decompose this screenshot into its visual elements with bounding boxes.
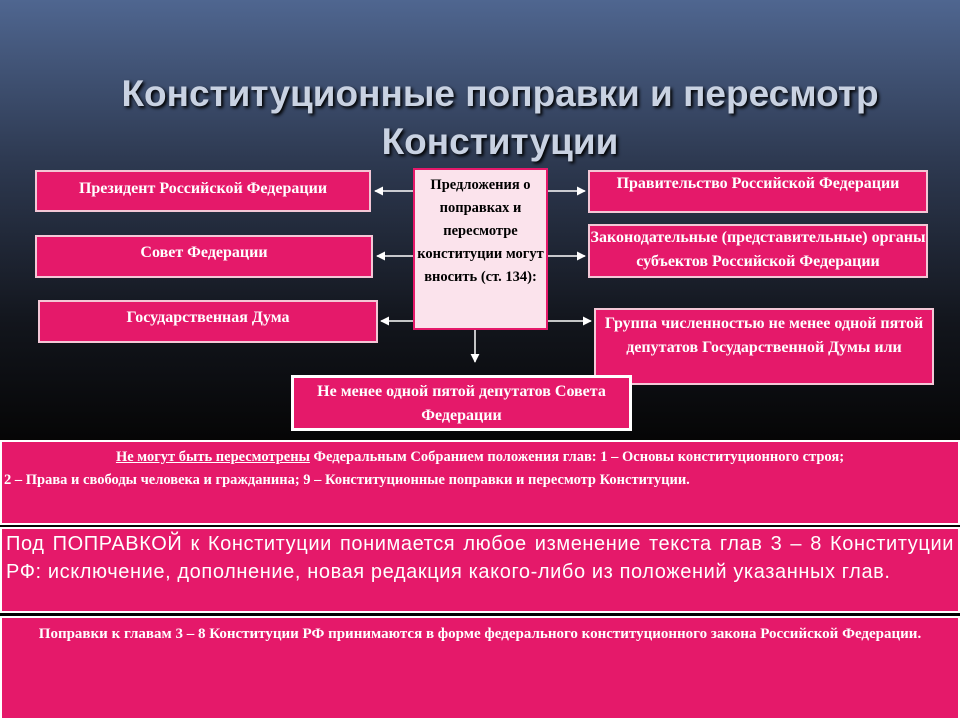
box-federation-council-deputies: Не менее одной пятой депутатов Совета Фе…	[291, 375, 632, 431]
box-federation-council: Совет Федерации	[35, 235, 373, 278]
band1-underlined: Не могут быть пересмотрены	[115, 449, 310, 465]
band1-line1: Не могут быть пересмотрены Федеральным С…	[4, 446, 956, 469]
band-amendment-definition: Под ПОПРАВКОЙ к Конституции понимается л…	[0, 527, 960, 613]
box-regional-legislatures: Законодательные (представительные) орган…	[588, 224, 928, 278]
band1-line2: 2 – Права и свободы человека и гражданин…	[4, 472, 690, 488]
band-amendment-form: Поправки к главам 3 – 8 Конституции РФ п…	[0, 616, 960, 720]
band-non-revisable-chapters: Не могут быть пересмотрены Федеральным С…	[0, 440, 960, 525]
center-proposals-box: Предложения о поправках и пересмотре кон…	[413, 168, 548, 330]
box-duma-deputies-group: Группа численностью не менее одной пятой…	[594, 308, 934, 385]
box-government: Правительство Российской Федерации	[588, 170, 928, 213]
box-president: Президент Российской Федерации	[35, 170, 371, 212]
band1-line1-rest: Федеральным Собранием положения глав: 1 …	[309, 449, 845, 465]
page-title: Конституционные поправки и пересмотр Кон…	[121, 73, 879, 162]
box-state-duma: Государственная Дума	[38, 300, 378, 343]
